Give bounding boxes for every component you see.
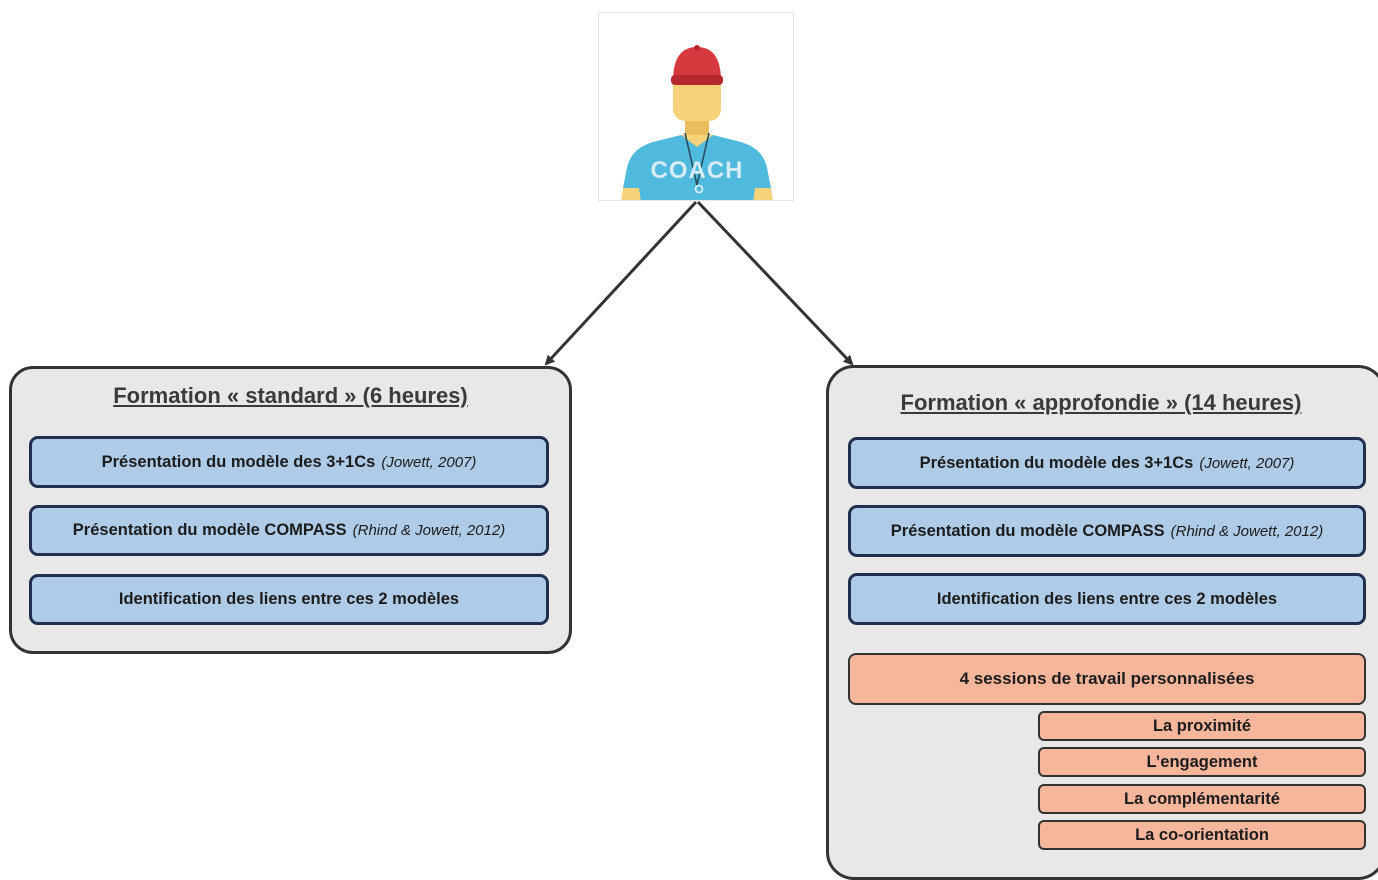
session-topic-label: La complémentarité [1124,789,1280,808]
arrow-to-approfondie [696,200,854,366]
model-3plus1cs-box: Présentation du modèle des 3+1Cs (Jowett… [848,437,1366,489]
model-3plus1cs-citation: (Jowett, 2007) [381,453,477,471]
session-topic-label: La co-orientation [1135,825,1269,844]
model-compass-citation: (Rhind & Jowett, 2012) [1170,522,1324,540]
standard-training-panel: Formation « standard » (6 heures) Présen… [9,366,572,654]
model-compass-box: Présentation du modèle COMPASS (Rhind & … [29,505,549,556]
model-compass-label: Présentation du modèle COMPASS [72,521,347,539]
sessions-label: 4 sessions de travail personnalisées [959,669,1255,688]
model-3plus1cs-label: Présentation du modèle des 3+1Cs [101,452,376,471]
model-3plus1cs-label: Présentation du modèle des 3+1Cs [919,453,1194,472]
session-topic-label: L’engagement [1146,752,1258,771]
standard-training-title: Formation « standard » (6 heures) [113,383,468,408]
model-3plus1cs-box: Présentation du modèle des 3+1Cs (Jowett… [29,436,549,488]
sessions-box: 4 sessions de travail personnalisées [848,653,1366,705]
arrow-to-standard [544,200,698,366]
model-compass-citation: (Rhind & Jowett, 2012) [352,522,506,539]
model-compass-box: Présentation du modèle COMPASS (Rhind & … [848,505,1366,557]
session-topic-complementarite: La complémentarité [1038,784,1366,814]
model-links-box: Identification des liens entre ces 2 mod… [29,574,549,625]
session-topic-label: La proximité [1152,716,1252,735]
approfondie-training-title: Formation « approfondie » (14 heures) [900,390,1302,415]
session-topic-engagement: L’engagement [1038,747,1366,777]
session-topic-proximite: La proximité [1038,711,1366,741]
coach-illustration: COACH [598,12,794,201]
session-topic-co-orientation: La co-orientation [1038,820,1366,850]
model-links-label: Identification des liens entre ces 2 mod… [936,589,1278,608]
shirt-text: COACH [651,157,744,184]
model-3plus1cs-citation: (Jowett, 2007) [1199,454,1295,472]
model-compass-label: Présentation du modèle COMPASS [890,521,1165,540]
model-links-box: Identification des liens entre ces 2 mod… [848,573,1366,625]
model-links-label: Identification des liens entre ces 2 mod… [118,590,460,608]
approfondie-training-panel: Formation « approfondie » (14 heures) Pr… [826,365,1378,880]
